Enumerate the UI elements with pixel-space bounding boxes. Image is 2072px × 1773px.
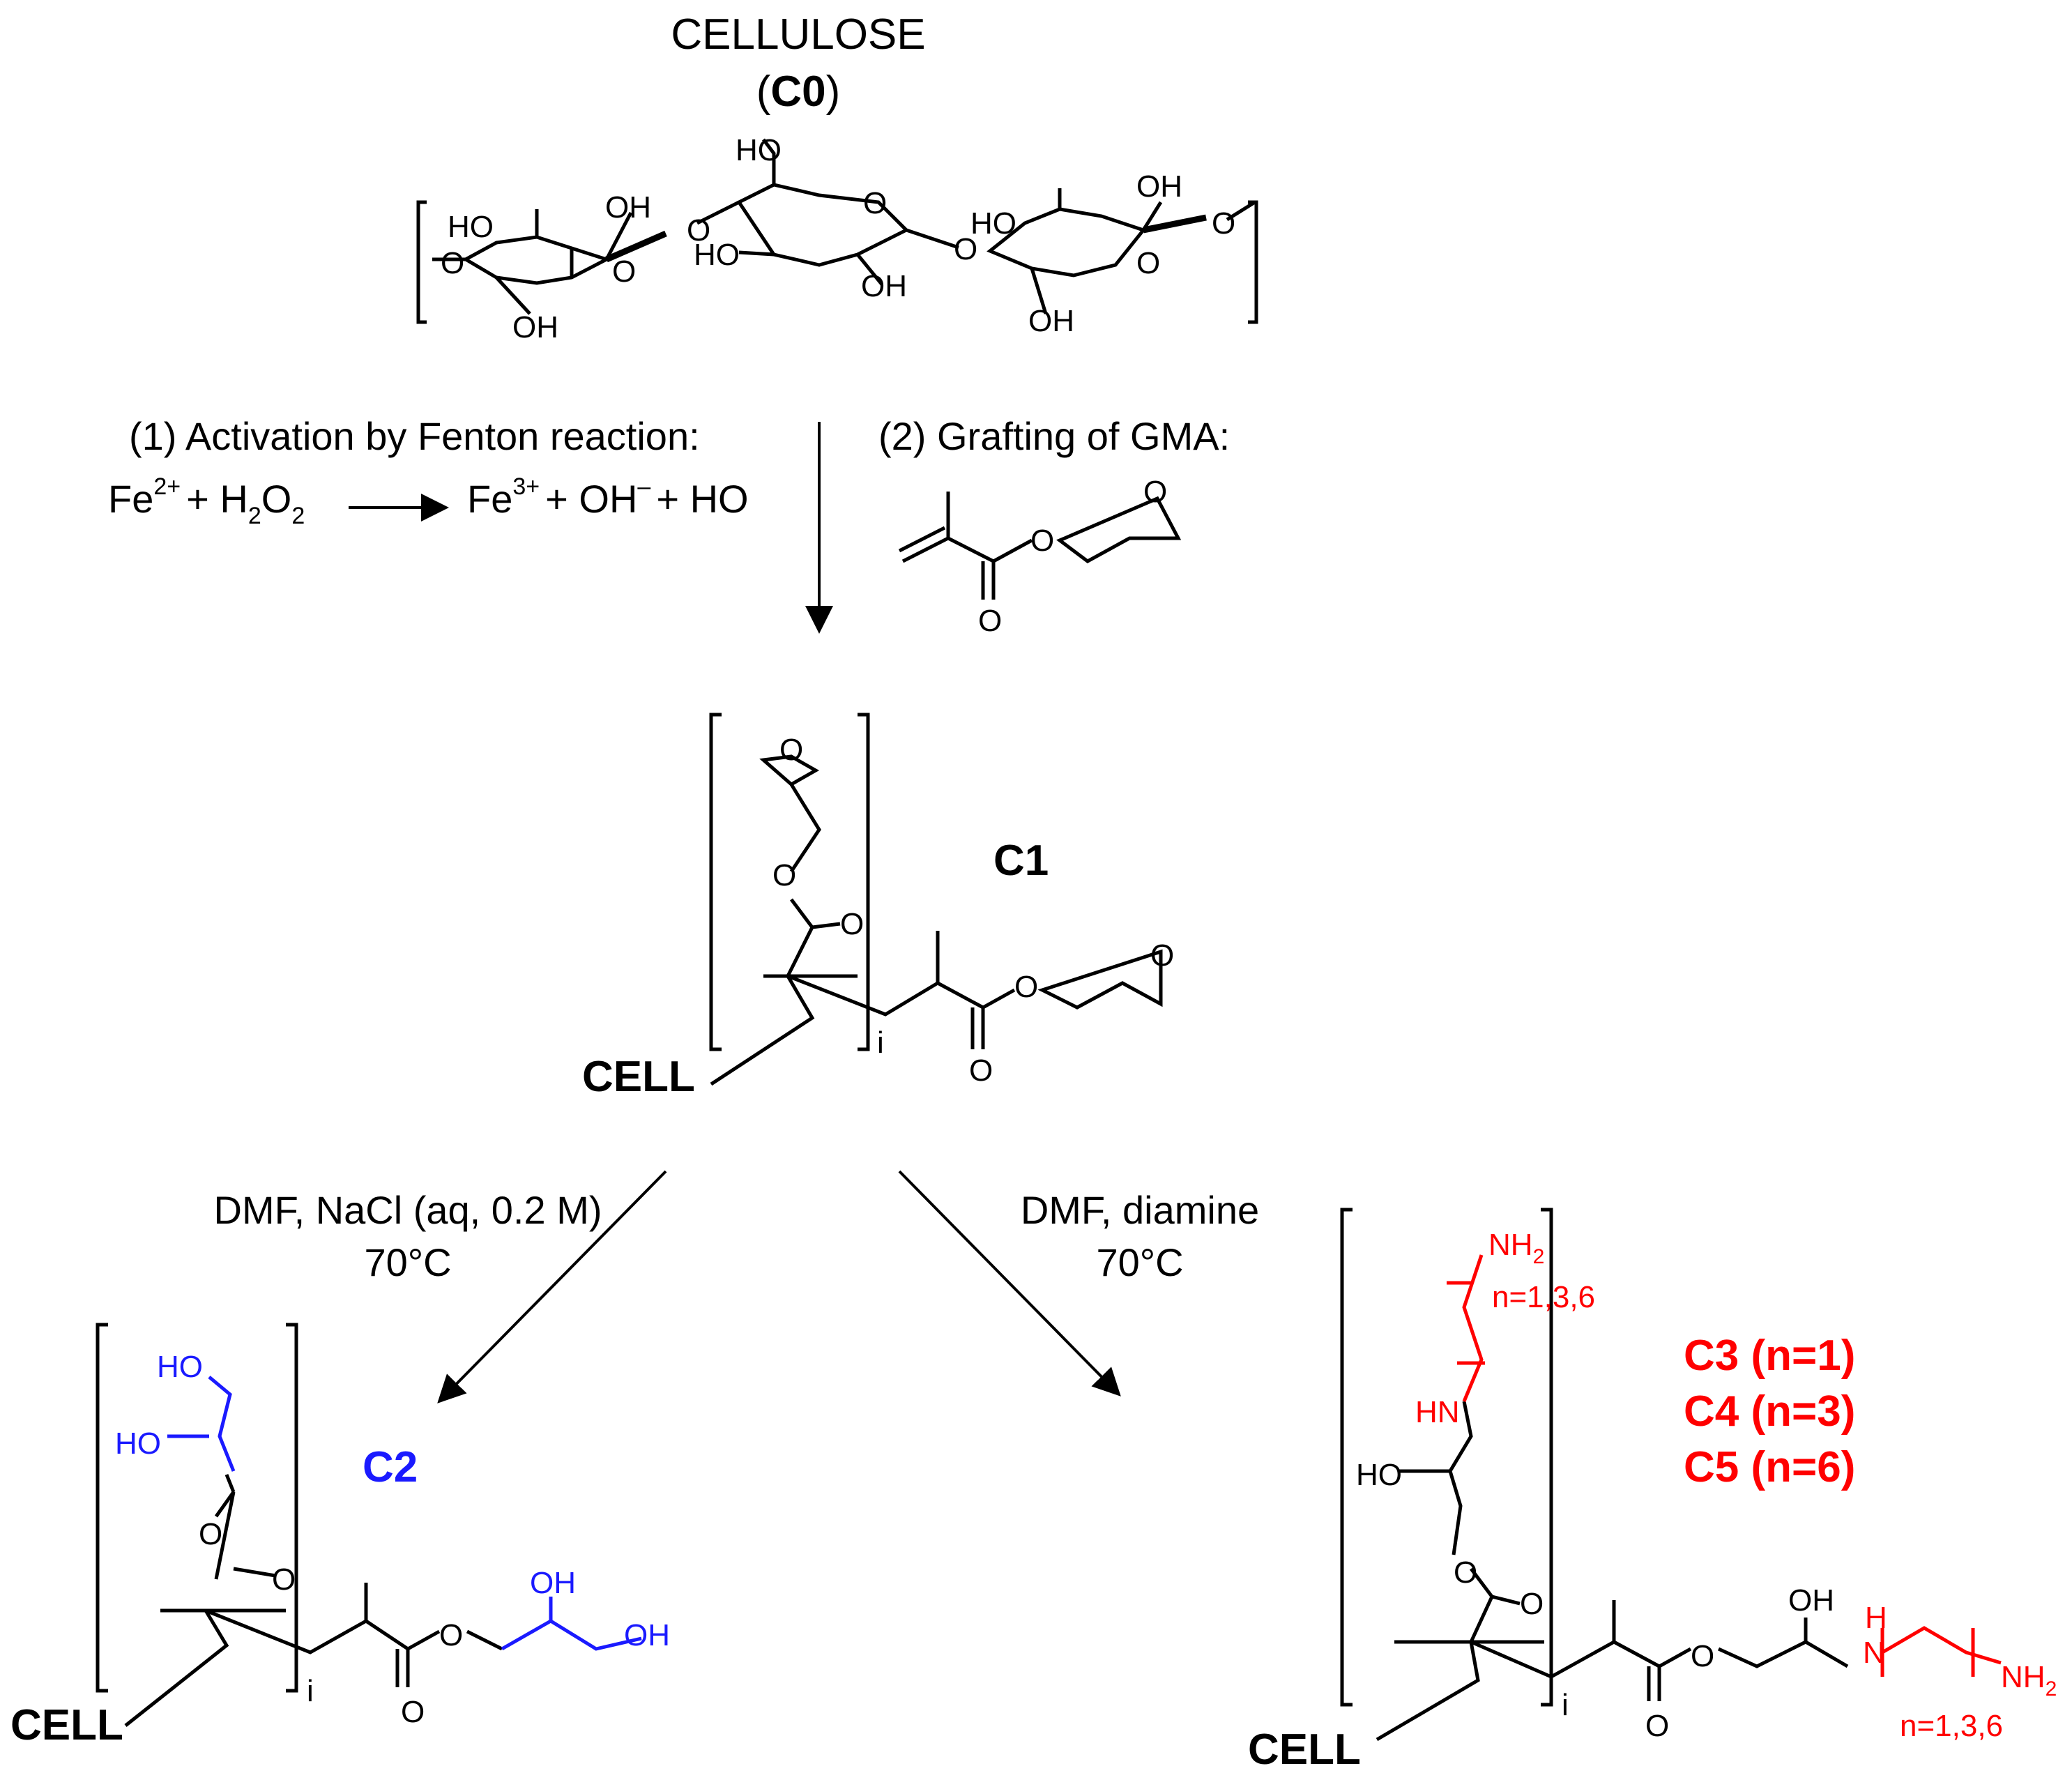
gma-carbonyl-o: O — [978, 604, 1002, 638]
cond-right-2: 70°C — [1096, 1240, 1183, 1284]
c3-nh2-end: NH2 — [2001, 1660, 2057, 1700]
c2-cell: CELL — [10, 1701, 123, 1749]
svg-text:O: O — [687, 213, 710, 248]
right-branch-arrow — [898, 1170, 1121, 1397]
c3-n-values-top: n=1,3,6 — [1492, 1280, 1595, 1314]
c2-ester-o-2: O — [439, 1618, 463, 1652]
svg-text:O: O — [863, 186, 887, 220]
cellulose-structure — [416, 138, 1258, 324]
c2-carbonyl-o-1: O — [272, 1562, 296, 1597]
c4-label: C4 (n=3) — [1684, 1387, 1855, 1436]
gma-molecule — [898, 492, 1182, 600]
c2-carbonyl-o-2: O — [401, 1695, 425, 1729]
c3-n-values-end: n=1,3,6 — [1900, 1709, 2003, 1743]
cellulose-atoms: O HO OH O OH O HO O HO OH O HO OH O OH O — [441, 133, 1235, 344]
left-branch-arrow — [437, 1170, 667, 1403]
svg-text:OH: OH — [605, 190, 651, 225]
gma-epoxide-o: O — [1143, 475, 1167, 509]
cond-left-1: DMF, NaCl (aq, 0.2 M) — [214, 1188, 602, 1232]
svg-text:HO: HO — [970, 206, 1016, 241]
c3-ho: HO — [1356, 1458, 1402, 1492]
svg-text:OH: OH — [861, 269, 907, 303]
svg-text:OH: OH — [1028, 304, 1074, 338]
c2-ester-o-1: O — [199, 1517, 222, 1551]
c3-carbonyl-o-1: O — [1520, 1587, 1544, 1621]
c3-ester-o-2: O — [1691, 1639, 1714, 1673]
c2-oh-2: OH — [624, 1618, 670, 1652]
step1-equation: Fe2++ H2O2 — [108, 473, 305, 529]
c1-carbonyl-o-1: O — [840, 907, 864, 941]
c1-epoxide-o-1: O — [779, 733, 803, 767]
c2-ho-1: HO — [157, 1350, 203, 1384]
c3-nh2-top: NH2 — [1488, 1228, 1544, 1268]
title-cellulose: CELLULOSE — [671, 10, 925, 59]
c3-structure — [1340, 1208, 1849, 1742]
c3-amine-n: N — [1863, 1636, 1885, 1670]
c1-repeat-index: i — [877, 1026, 884, 1060]
c3-repeat-index: i — [1562, 1688, 1569, 1722]
cond-left-2: 70°C — [364, 1240, 451, 1284]
step2-label: (2) Grafting of GMA: — [878, 414, 1230, 458]
svg-text:HO: HO — [736, 133, 782, 167]
c1-label: C1 — [993, 837, 1049, 885]
c3-label: C3 (n=1) — [1684, 1332, 1855, 1380]
c2-blue-chain — [167, 1376, 642, 1651]
c2-label: C2 — [363, 1443, 418, 1491]
c3-red-chain — [1447, 1254, 2002, 1677]
svg-text:OH: OH — [1136, 169, 1182, 204]
c3-cell: CELL — [1248, 1726, 1361, 1773]
c2-ho-2: HO — [115, 1426, 161, 1461]
c3-carbonyl-o-2: O — [1645, 1709, 1669, 1743]
svg-text:O: O — [1136, 246, 1160, 280]
c1-ester-o-2: O — [1014, 970, 1038, 1004]
c2-oh-1: OH — [530, 1566, 576, 1600]
cond-right-1: DMF, diamine — [1021, 1188, 1259, 1232]
svg-text:O: O — [612, 254, 636, 289]
step1-label: (1) Activation by Fenton reaction: — [129, 414, 700, 458]
c1-cell: CELL — [582, 1053, 695, 1101]
c2-structure — [96, 1323, 503, 1727]
c5-label: C5 (n=6) — [1684, 1443, 1855, 1491]
c2-repeat-index: i — [307, 1674, 314, 1708]
c1-ester-o-1: O — [772, 858, 796, 892]
c1-carbonyl-o-2: O — [969, 1053, 993, 1088]
svg-text:HO: HO — [694, 238, 740, 272]
c1-structure — [709, 713, 1163, 1086]
c3-hn: HN — [1415, 1395, 1460, 1429]
step1-products: Fe3++ OH–+ HO — [467, 473, 749, 521]
c1-epoxide-o-2: O — [1150, 938, 1174, 973]
title-c0: (C0) — [756, 68, 841, 116]
c3-ester-o-1: O — [1454, 1555, 1477, 1590]
svg-text:O: O — [441, 246, 464, 280]
svg-text:HO: HO — [448, 210, 494, 244]
svg-text:OH: OH — [512, 310, 558, 344]
svg-text:O: O — [954, 232, 977, 266]
svg-text:O: O — [1212, 206, 1235, 241]
gma-ester-o: O — [1030, 524, 1054, 558]
c3-oh: OH — [1788, 1583, 1834, 1618]
c3-amine-h: H — [1865, 1601, 1887, 1635]
